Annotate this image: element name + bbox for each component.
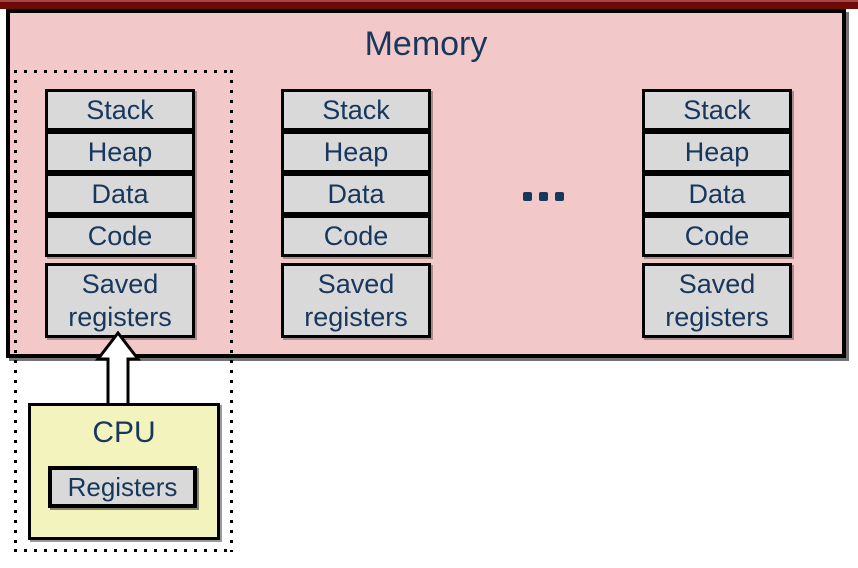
segment-code: Code bbox=[281, 215, 431, 257]
ellipsis-more-processes bbox=[523, 192, 564, 201]
ellipsis-dot bbox=[555, 192, 564, 201]
segment-heap: Heap bbox=[45, 131, 195, 173]
segment-data: Data bbox=[281, 173, 431, 215]
saved-registers-line1: Saved bbox=[678, 268, 756, 299]
cpu-registers-label: Registers bbox=[67, 471, 178, 502]
cpu-registers-box: Registers bbox=[48, 466, 197, 508]
cpu-box: CPU Registers bbox=[28, 403, 220, 540]
saved-registers-box: Saved registers bbox=[45, 263, 195, 338]
segment-code: Code bbox=[45, 215, 195, 257]
segment-code: Code bbox=[642, 215, 792, 257]
saved-registers-line1: Saved bbox=[317, 268, 395, 299]
saved-registers-line2: registers bbox=[68, 301, 172, 332]
memory-title: Memory bbox=[364, 25, 488, 63]
cpu-title: CPU bbox=[92, 416, 156, 449]
memory-column-2: Stack Heap Data Code Saved registers bbox=[281, 89, 431, 338]
segment-heap: Heap bbox=[642, 131, 792, 173]
slide-header-bar bbox=[0, 0, 858, 9]
memory-column-1: Stack Heap Data Code Saved registers bbox=[45, 89, 195, 338]
saved-registers-line1: Saved bbox=[81, 268, 159, 299]
segment-data: Data bbox=[642, 173, 792, 215]
saved-registers-box: Saved registers bbox=[642, 263, 792, 338]
saved-registers-box: Saved registers bbox=[281, 263, 431, 338]
segment-stack: Stack bbox=[642, 89, 792, 131]
segment-stack: Stack bbox=[281, 89, 431, 131]
segment-data: Data bbox=[45, 173, 195, 215]
ellipsis-dot bbox=[523, 192, 532, 201]
memory-box: Memory Stack Heap Data Code Saved regist… bbox=[6, 9, 846, 358]
segment-stack: Stack bbox=[45, 89, 195, 131]
ellipsis-dot bbox=[539, 192, 548, 201]
up-arrow-icon bbox=[95, 331, 141, 407]
saved-registers-line2: registers bbox=[304, 301, 408, 332]
memory-column-3: Stack Heap Data Code Saved registers bbox=[642, 89, 792, 338]
segment-heap: Heap bbox=[281, 131, 431, 173]
saved-registers-line2: registers bbox=[665, 301, 769, 332]
